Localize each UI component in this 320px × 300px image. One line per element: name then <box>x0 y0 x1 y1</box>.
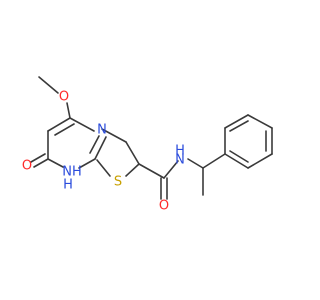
bond-ph-5 <box>247 153 273 169</box>
bond-ph-6 <box>224 153 249 169</box>
atom-oxygen-amide: O <box>159 199 169 214</box>
molecule-structure-svg: O N O NH H S H N O <box>22 76 273 214</box>
bond-c4-n3 <box>69 117 95 132</box>
bond-co-n <box>163 160 179 179</box>
atom-nitrogen-amide: N <box>175 153 185 168</box>
atom-oxygen-methoxy: O <box>59 90 69 105</box>
bond-c6-n1 <box>47 158 64 168</box>
bond-c6-o-double <box>30 153 46 163</box>
atom-nitrogen-ring-upper: N <box>97 123 107 138</box>
bond-methyl-o <box>38 76 59 94</box>
bond-ch2-ch3 <box>101 128 127 143</box>
bond-n1-c2 <box>78 158 96 169</box>
atom-nitrogen-ring-nh: NH <box>62 165 82 180</box>
bond-o-ring <box>66 102 71 119</box>
bond-ph-2 <box>224 114 249 129</box>
bond-ph-3 <box>247 114 273 129</box>
bond-ph-double-c <box>229 150 249 163</box>
bond-c4-c5-double <box>54 123 75 136</box>
bond-ch-co <box>138 163 165 179</box>
atom-sulfur: S <box>114 175 122 190</box>
bond-ph-double-a <box>229 120 249 132</box>
bond-c6-o <box>33 158 49 168</box>
atom-oxygen-ring-carbonyl: O <box>22 159 32 174</box>
bond-ch-ph <box>202 153 226 169</box>
bond-c4-c5 <box>47 117 71 132</box>
bond-n-ch <box>187 158 204 169</box>
atom-hydrogen-amide: H <box>175 144 185 159</box>
bond-c2-n3 <box>94 136 107 160</box>
atom-hydrogen-ring-nh: H <box>63 178 73 193</box>
bond-ch-ch2 <box>125 141 140 165</box>
molecule-diagram: O N O NH H S H N O <box>21 76 273 214</box>
bond-c2-n3-double <box>89 135 100 154</box>
bond-c2-s <box>96 159 111 177</box>
bond-s-ch <box>125 163 140 177</box>
